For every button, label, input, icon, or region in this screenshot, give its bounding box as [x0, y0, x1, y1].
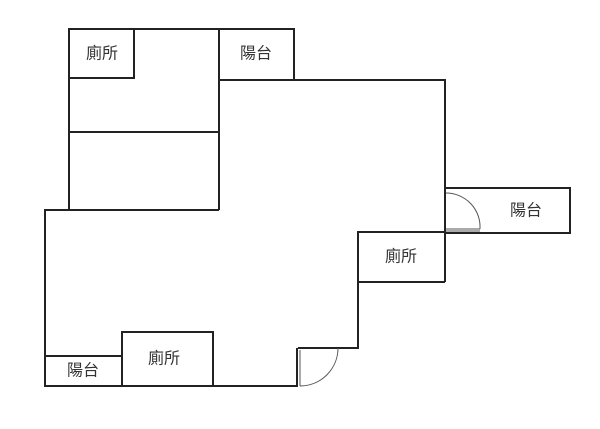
room-label-balcony: 陽台 [67, 361, 99, 380]
room-label-toilet: 廁所 [148, 349, 180, 368]
room-label-balcony: 陽台 [240, 44, 272, 63]
room-label-toilet: 廁所 [385, 247, 417, 266]
door-balcony-right [445, 192, 481, 232]
door-entrance [296, 347, 339, 387]
walls [44, 28, 571, 387]
room-label-balcony: 陽台 [510, 201, 542, 220]
room-label-toilet: 廁所 [86, 44, 118, 63]
